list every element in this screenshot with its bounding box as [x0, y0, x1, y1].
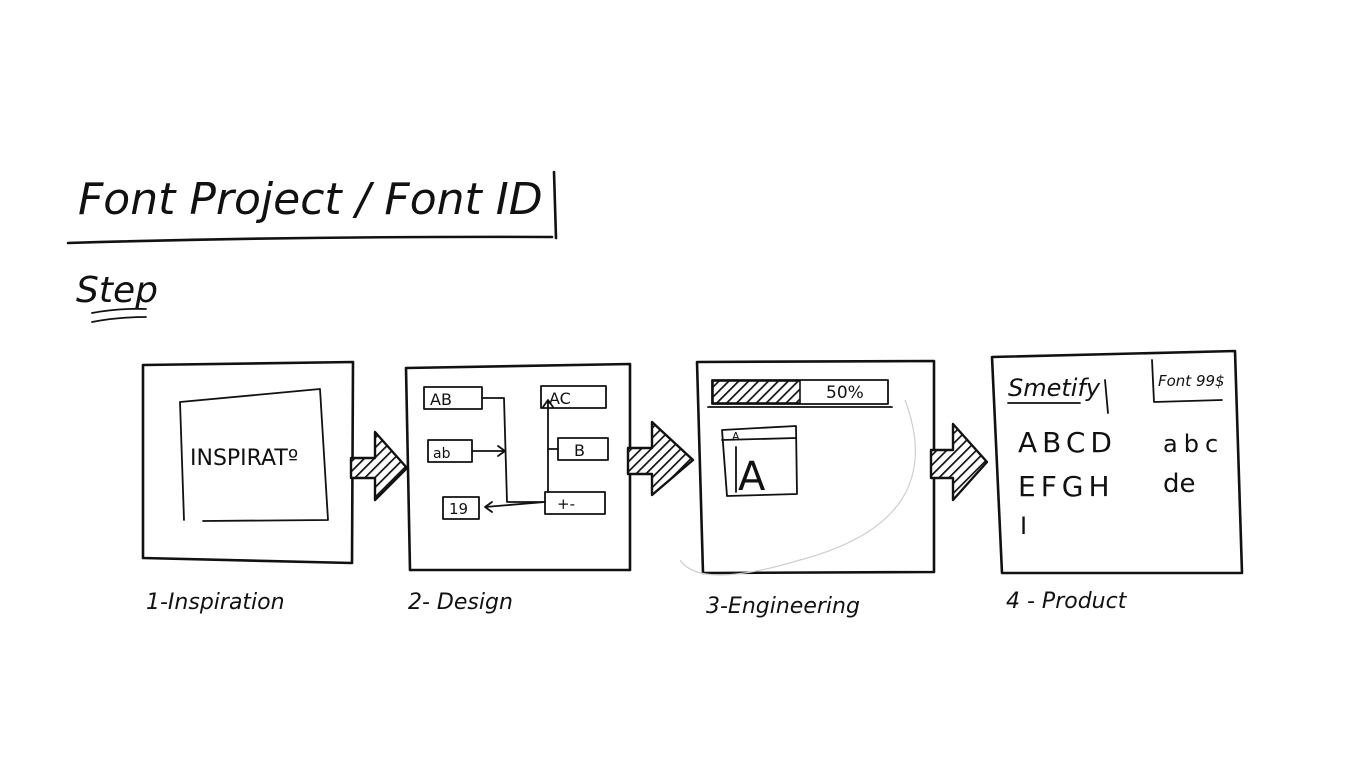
node-b: B	[557, 437, 609, 461]
step-4-frame	[990, 349, 1244, 575]
step-2-frame	[404, 362, 632, 572]
step-3-engineering: 50% A A 3-Engineering	[679, 359, 936, 619]
page-title: Font Project / Font ID	[78, 174, 543, 225]
flow-arrow-2	[626, 420, 695, 497]
inspiration-text: INSPIRATº	[190, 446, 298, 471]
sample-upper-line-2: EFGH	[1018, 470, 1115, 503]
progress-label: 50%	[826, 383, 864, 403]
glyph-window-titlebar	[721, 437, 797, 441]
svg-text:ab: ab	[433, 446, 451, 462]
progress-fill	[712, 380, 801, 404]
svg-text:+-: +-	[557, 495, 575, 513]
section-heading: Step	[76, 270, 158, 323]
node-plus-minus: +-	[544, 491, 606, 515]
faint-guide-curve	[679, 399, 916, 576]
step-2-design: AB AC ab B 19 +- 2- Design	[404, 362, 632, 615]
section-title: Step	[76, 270, 158, 311]
connector-ab-to-plus	[481, 397, 546, 503]
sample-lower-line-1: abc	[1163, 430, 1224, 458]
inspiration-card	[179, 388, 329, 522]
title-cursor-line	[552, 170, 558, 240]
step-4-caption: 4 - Product	[1006, 589, 1128, 614]
step-1-frame	[141, 360, 355, 565]
product-name: Smetify	[1008, 374, 1101, 402]
step-3-frame	[695, 359, 936, 575]
svg-text:AB: AB	[430, 390, 452, 409]
title-underline	[66, 235, 554, 245]
connector-ab-lower	[471, 445, 506, 457]
price-tag-text: Font 99$	[1158, 372, 1225, 390]
connector-to-19	[484, 501, 546, 513]
glyph-preview: A	[738, 454, 766, 500]
flow-arrow-1	[349, 430, 409, 502]
step-3-caption: 3-Engineering	[706, 594, 860, 619]
svg-text:B: B	[574, 441, 585, 460]
price-tag-frame	[1151, 359, 1223, 403]
section-underline-2	[91, 316, 147, 323]
glyph-editor-window: A A	[721, 425, 798, 500]
product-cursor	[1104, 379, 1109, 414]
node-ab-lower: ab	[427, 439, 473, 463]
flow-arrow-3	[929, 422, 989, 502]
sample-lower-line-2: de	[1163, 469, 1196, 499]
step-4-product: Smetify Font 99$ ABCD EFGH I abc de 4 - …	[990, 349, 1244, 614]
glyph-window-tab: A	[732, 430, 740, 443]
title-block: Font Project / Font ID	[66, 170, 558, 245]
svg-text:AC: AC	[549, 389, 571, 408]
step-1-caption: 1-Inspiration	[146, 590, 285, 615]
svg-text:19: 19	[449, 500, 468, 518]
glyph-window-frame	[721, 425, 798, 497]
progress-bar: 50%	[707, 379, 893, 408]
node-ac: AC	[540, 385, 607, 409]
node-19: 19	[442, 496, 480, 520]
step-1-inspiration: INSPIRATº 1-Inspiration	[141, 360, 355, 615]
section-underline-1	[91, 307, 147, 314]
connector-to-ac	[542, 399, 554, 493]
sample-upper-line-1: ABCD	[1018, 426, 1117, 459]
sample-upper-line-3: I	[1020, 512, 1027, 540]
step-2-caption: 2- Design	[408, 590, 513, 615]
node-ab-upper: AB	[423, 386, 483, 410]
price-tag: Font 99$	[1151, 359, 1225, 403]
